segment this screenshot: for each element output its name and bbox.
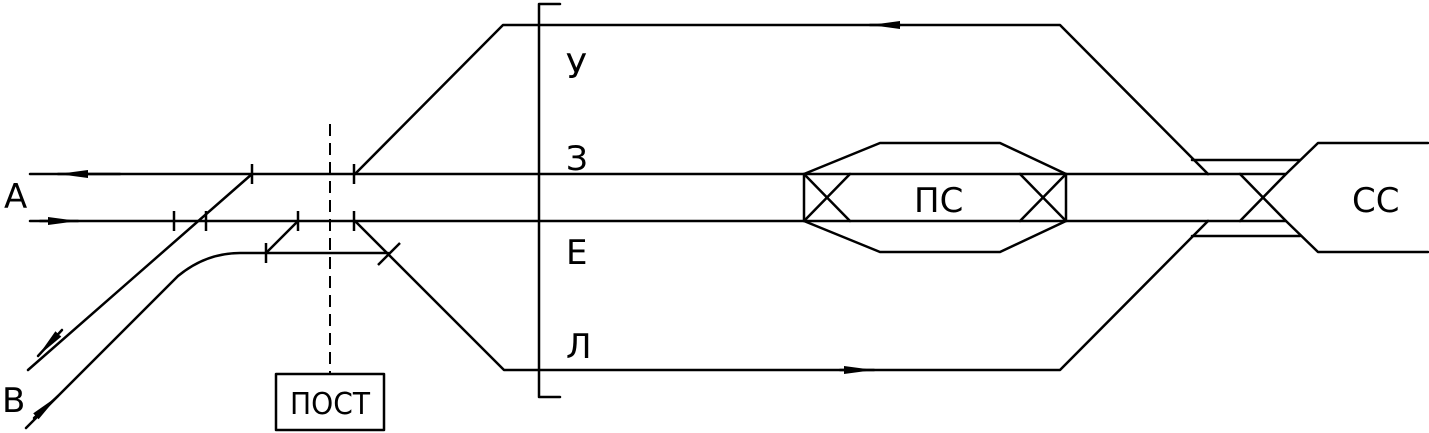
direction-label-b: В — [2, 381, 25, 421]
track-label-l: Л — [566, 327, 592, 367]
direction-label-a: А — [4, 177, 27, 217]
park-bracket — [537, 2, 562, 399]
ss-throat-lower — [1206, 219, 1429, 254]
post-box — [274, 372, 386, 432]
branch-b-outer — [26, 172, 254, 372]
track-label-u: У — [566, 47, 587, 87]
ss-crossover-b — [1238, 172, 1288, 223]
bypass-track-l — [353, 219, 1210, 372]
ps-crossover-right-b — [1018, 172, 1068, 223]
dead-end-marker — [377, 242, 401, 266]
arrow-track-b-outbound — [36, 328, 64, 358]
post-label: ПОСТ — [290, 387, 371, 422]
crossover-branch — [264, 219, 300, 255]
ps-crossover-left-b — [802, 172, 852, 223]
bypass-track-u — [353, 23, 1210, 176]
station-label-ss: СС — [1352, 181, 1399, 221]
track-label-z: З — [566, 139, 588, 179]
ss-throat — [1206, 141, 1429, 176]
track-label-e: Е — [566, 233, 587, 273]
arrow-track-b-inbound — [32, 394, 60, 420]
station-label-ps: ПС — [914, 181, 963, 221]
branch-b-inner — [24, 251, 390, 430]
